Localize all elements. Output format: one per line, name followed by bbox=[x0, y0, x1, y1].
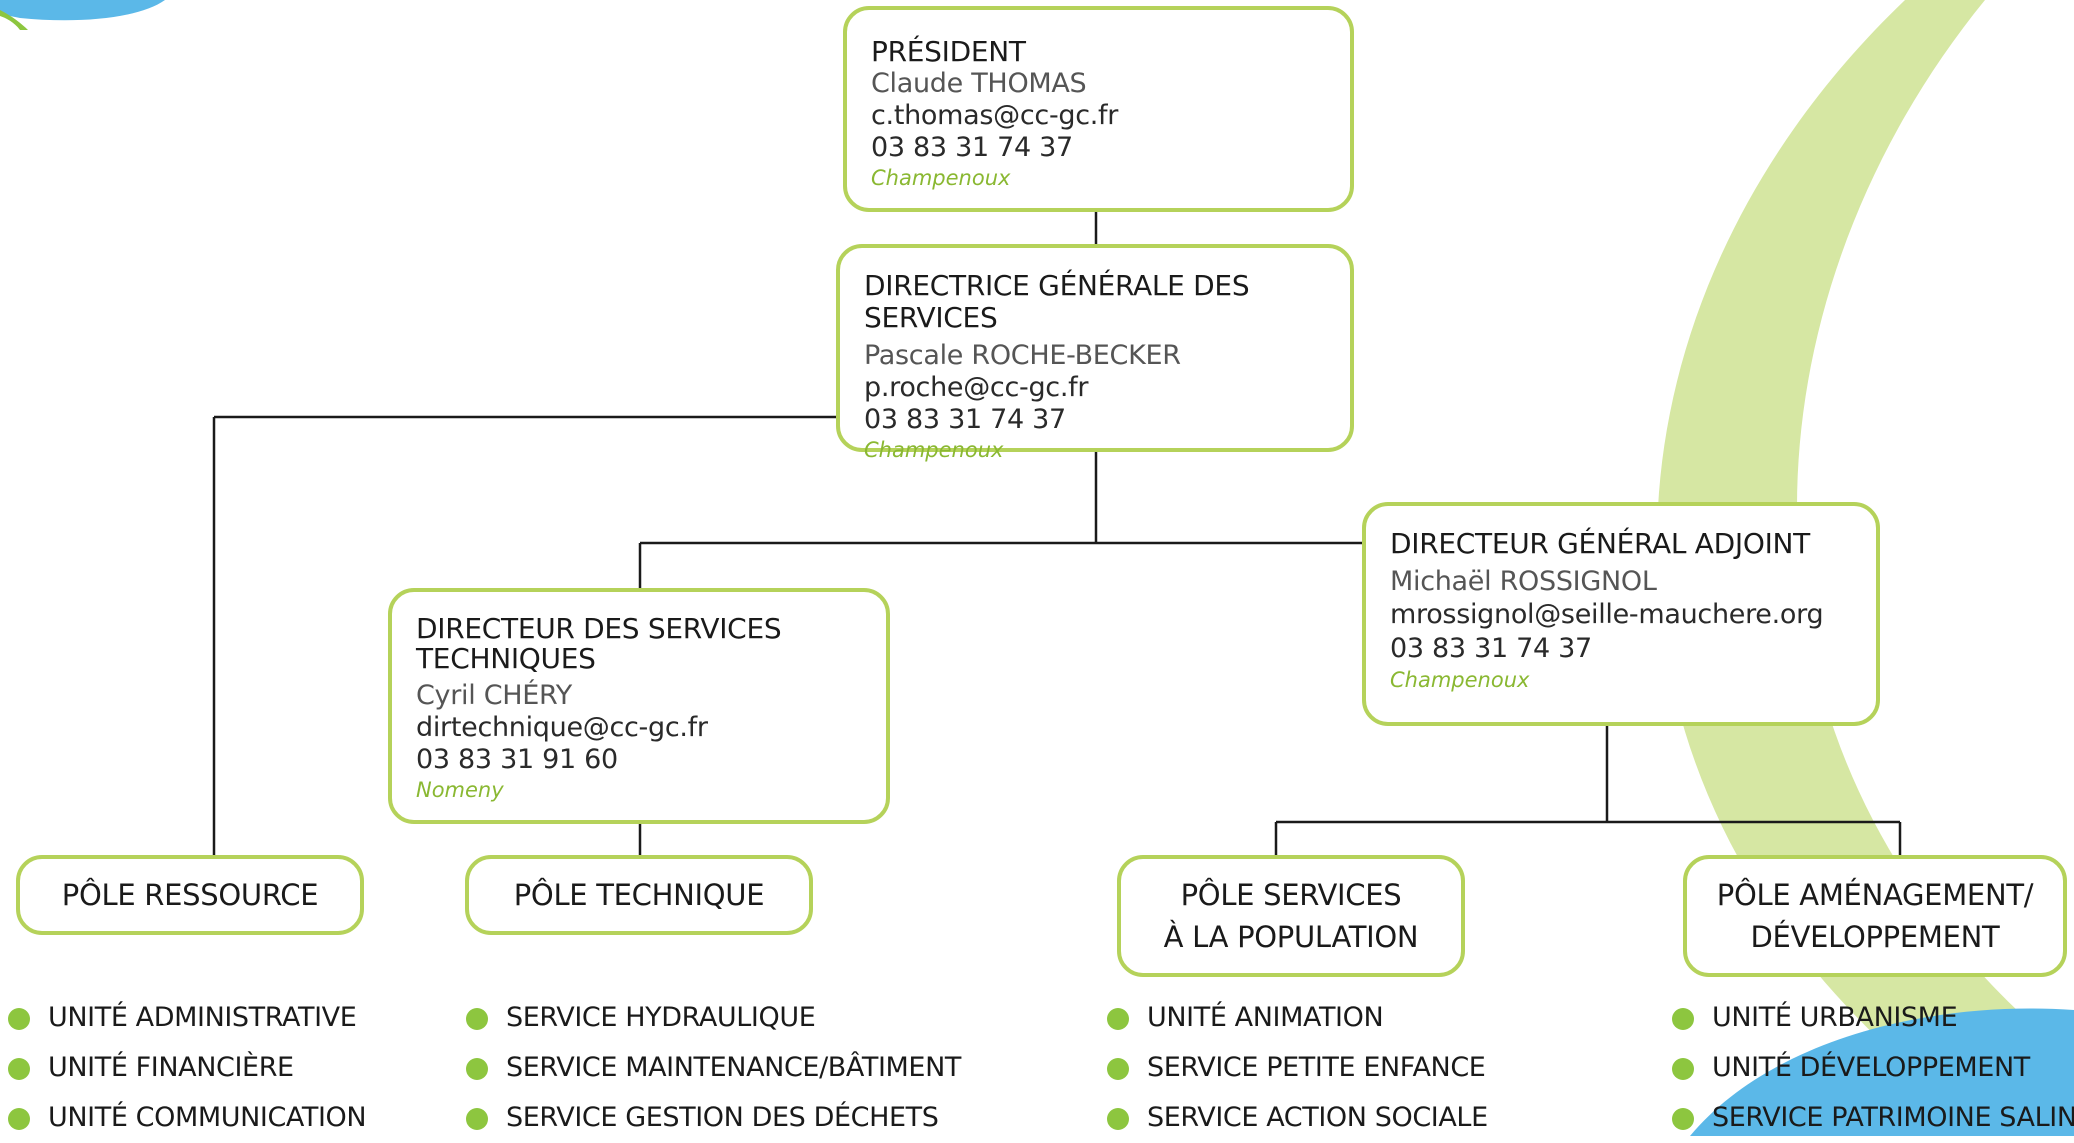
bullet-icon bbox=[1672, 1058, 1694, 1080]
president-phone: 03 83 31 74 37 bbox=[871, 132, 1073, 163]
dst-email: dirtechnique@cc-gc.fr bbox=[416, 712, 708, 743]
pole-population-title-line2: À LA POPULATION bbox=[1163, 920, 1419, 954]
pole-ressource-title: PÔLE RESSOURCE bbox=[61, 878, 319, 912]
pole-ressource-units: UNITÉ ADMINISTRATIVE UNITÉ FINANCIÈRE UN… bbox=[8, 993, 367, 1143]
list-item: SERVICE PATRIMOINE SALIN bbox=[1672, 1093, 2074, 1143]
bullet-icon bbox=[8, 1008, 30, 1030]
dgs-location: Champenoux bbox=[864, 438, 1004, 462]
background-corner-logo bbox=[0, 0, 165, 21]
bullet-icon bbox=[1107, 1008, 1129, 1030]
president-name: Claude THOMAS bbox=[871, 68, 1087, 99]
president-email: c.thomas@cc-gc.fr bbox=[871, 100, 1119, 131]
pole-population-units: UNITÉ ANIMATION SERVICE PETITE ENFANCE S… bbox=[1107, 993, 1488, 1143]
dst-name: Cyril CHÉRY bbox=[416, 680, 572, 711]
bullet-icon bbox=[1672, 1008, 1694, 1030]
list-item: SERVICE ACTION SOCIALE bbox=[1107, 1093, 1488, 1143]
list-item: UNITÉ COMMUNICATION bbox=[8, 1093, 367, 1143]
bullet-icon bbox=[8, 1108, 30, 1130]
background-arc bbox=[1657, 0, 2074, 1136]
dst-role-line1: DIRECTEUR DES SERVICES bbox=[416, 612, 782, 645]
bullet-icon bbox=[466, 1058, 488, 1080]
bullet-icon bbox=[8, 1058, 30, 1080]
list-item: UNITÉ ANIMATION bbox=[1107, 993, 1488, 1043]
bullet-icon bbox=[1672, 1108, 1694, 1130]
list-item: SERVICE HYDRAULIQUE bbox=[466, 993, 961, 1043]
bullet-icon bbox=[466, 1108, 488, 1130]
pole-population-title-line1: PÔLE SERVICES bbox=[1180, 878, 1402, 912]
bullet-icon bbox=[466, 1008, 488, 1030]
dst-phone: 03 83 31 91 60 bbox=[416, 744, 618, 775]
dst-role-line2: TECHNIQUES bbox=[416, 642, 596, 675]
president-location: Champenoux bbox=[871, 166, 1011, 190]
pole-technique-units: SERVICE HYDRAULIQUE SERVICE MAINTENANCE/… bbox=[466, 993, 961, 1143]
dgs-box: DIRECTRICE GÉNÉRALE DES SERVICES Pascale… bbox=[836, 244, 1354, 462]
pole-technique-title: PÔLE TECHNIQUE bbox=[513, 878, 765, 912]
bullet-icon bbox=[1107, 1108, 1129, 1130]
background-blue-shape bbox=[1690, 1008, 2074, 1136]
president-box: PRÉSIDENT Claude THOMAS c.thomas@cc-gc.f… bbox=[843, 6, 1354, 212]
dga-phone: 03 83 31 74 37 bbox=[1390, 633, 1592, 664]
dga-email: mrossignol@seille-mauchere.org bbox=[1390, 599, 1824, 630]
list-item: UNITÉ DÉVELOPPEMENT bbox=[1672, 1043, 2074, 1093]
list-item: UNITÉ FINANCIÈRE bbox=[8, 1043, 366, 1093]
dga-location: Champenoux bbox=[1390, 668, 1530, 692]
pole-amenagement-box: PÔLE AMÉNAGEMENT/ DÉVELOPPEMENT bbox=[1683, 855, 2067, 977]
dst-box: DIRECTEUR DES SERVICES TECHNIQUES Cyril … bbox=[388, 588, 890, 824]
president-role: PRÉSIDENT bbox=[871, 35, 1026, 68]
pole-amenagement-title-line2: DÉVELOPPEMENT bbox=[1750, 920, 2000, 954]
list-item: UNITÉ URBANISME bbox=[1672, 993, 2074, 1043]
pole-amenagement-units: UNITÉ URBANISME UNITÉ DÉVELOPPEMENT SERV… bbox=[1672, 993, 2074, 1143]
dgs-phone: 03 83 31 74 37 bbox=[864, 404, 1066, 435]
list-item: SERVICE PETITE ENFANCE bbox=[1107, 1043, 1488, 1093]
dga-role: DIRECTEUR GÉNÉRAL ADJOINT bbox=[1390, 527, 1810, 560]
dgs-role: DIRECTRICE GÉNÉRALE DES SERVICES bbox=[864, 269, 1250, 334]
dgs-name: Pascale ROCHE-BECKER bbox=[864, 340, 1181, 371]
dga-box: DIRECTEUR GÉNÉRAL ADJOINT Michaël ROSSIG… bbox=[1362, 502, 1880, 726]
pole-ressource-box: PÔLE RESSOURCE bbox=[16, 855, 364, 935]
background-corner-logo-accent bbox=[0, 10, 28, 30]
bullet-icon bbox=[1107, 1058, 1129, 1080]
pole-amenagement-title-line1: PÔLE AMÉNAGEMENT/ bbox=[1716, 878, 2034, 912]
list-item: UNITÉ ADMINISTRATIVE bbox=[8, 993, 366, 1043]
dgs-email: p.roche@cc-gc.fr bbox=[864, 372, 1089, 403]
dga-name: Michaël ROSSIGNOL bbox=[1390, 566, 1657, 597]
pole-technique-box: PÔLE TECHNIQUE bbox=[465, 855, 813, 935]
list-item: SERVICE GESTION DES DÉCHETS bbox=[466, 1093, 961, 1143]
list-item: SERVICE MAINTENANCE/BÂTIMENT bbox=[466, 1043, 961, 1093]
dst-location: Nomeny bbox=[416, 778, 504, 802]
pole-population-box: PÔLE SERVICES À LA POPULATION bbox=[1117, 855, 1465, 977]
